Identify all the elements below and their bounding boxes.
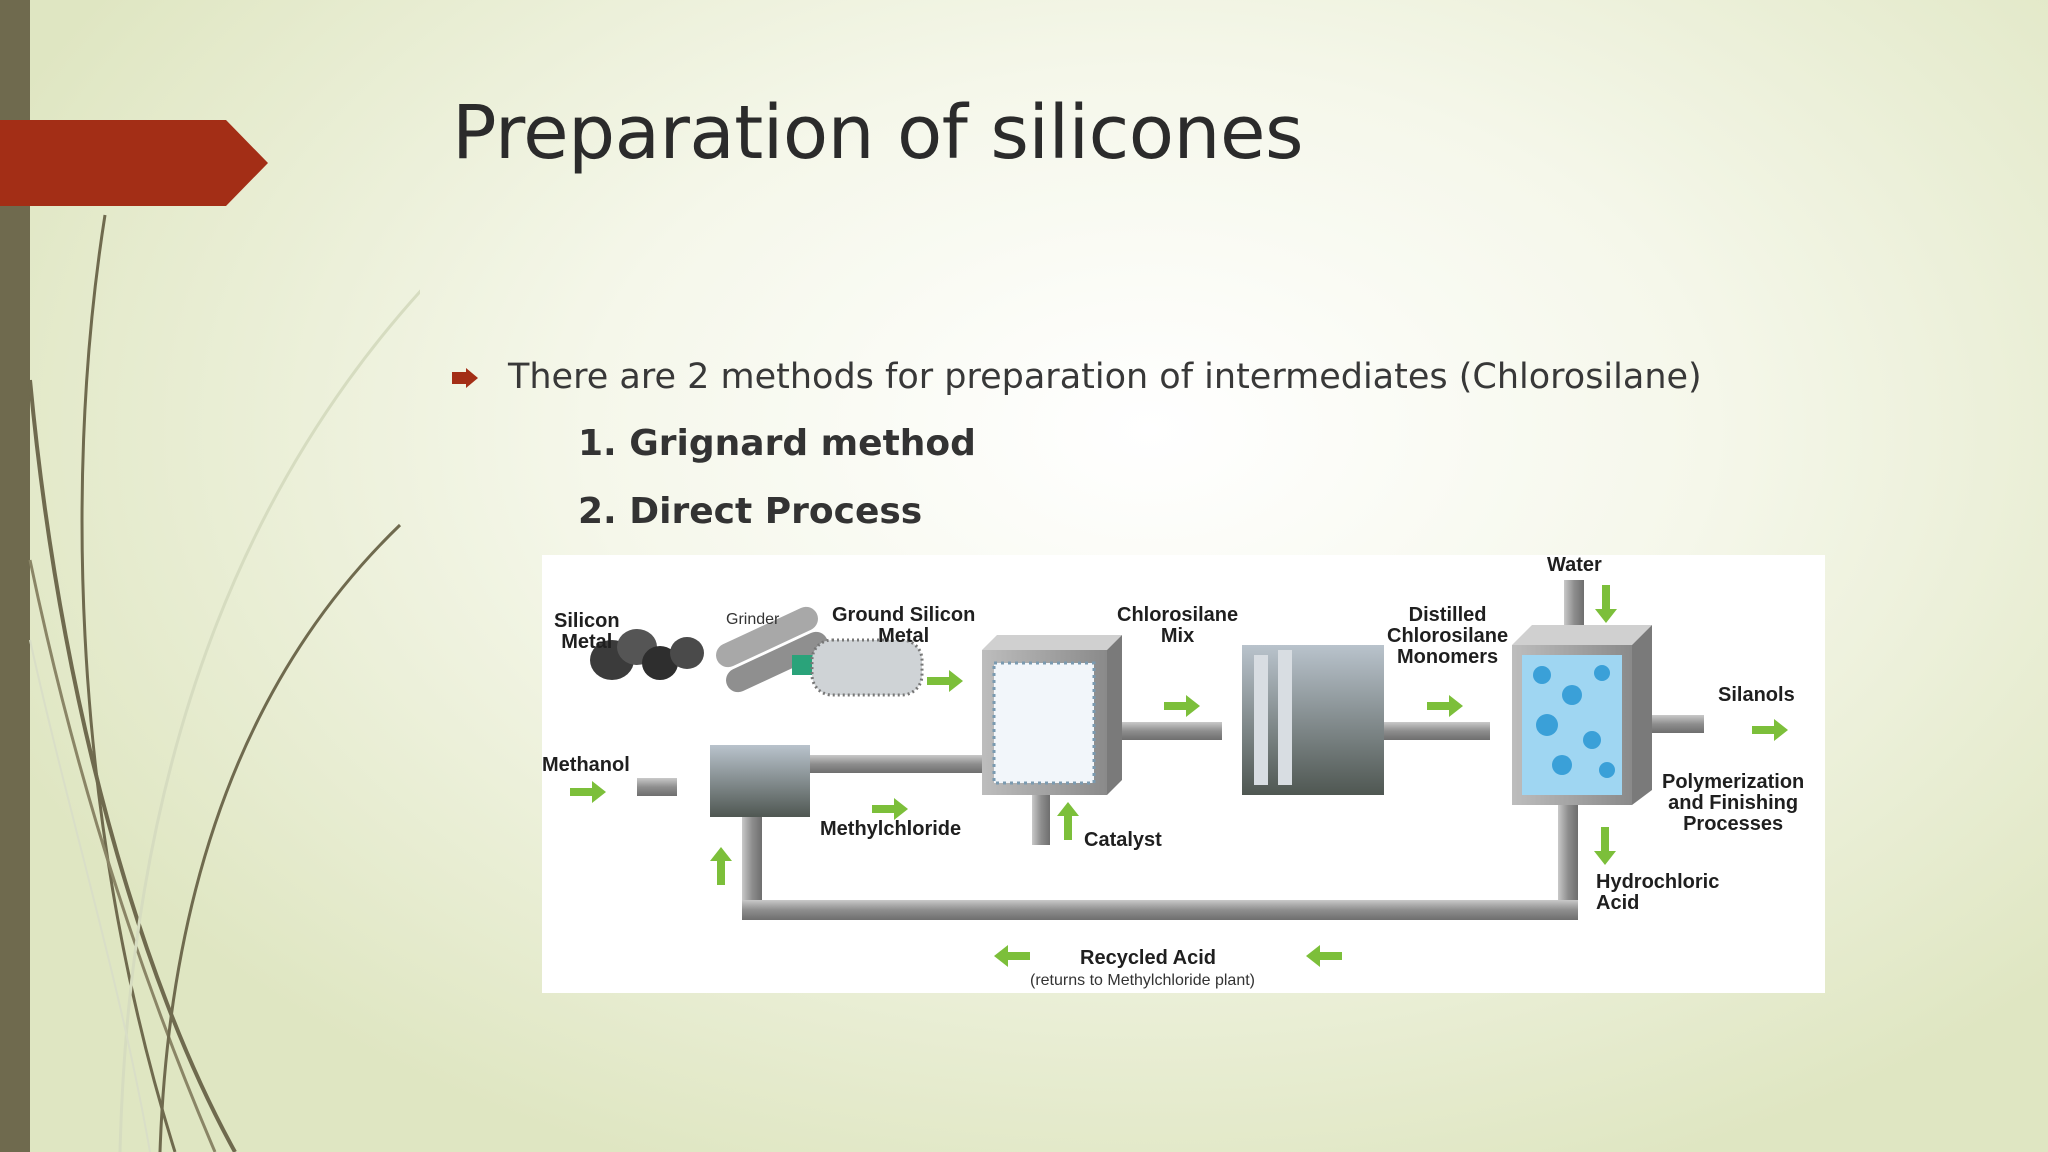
method-1: 1. Grignard method — [578, 423, 976, 464]
label-methanol: Methanol — [542, 754, 630, 776]
label-grinder: Grinder — [726, 611, 780, 628]
diagram-graphics — [570, 580, 1788, 967]
slide-title: Preparation of silicones — [452, 90, 1304, 176]
method-2: 2. Direct Process — [578, 491, 923, 532]
flow-arrows — [570, 585, 1788, 967]
pipe-water — [1564, 580, 1584, 630]
pipe-recycle-up — [742, 795, 762, 910]
pipe-to-reactor — [802, 755, 982, 773]
pipe-recycle — [742, 900, 1578, 920]
title-accent-arrow — [0, 120, 268, 206]
silicon-rocks — [590, 629, 704, 680]
label-recycled-note: (returns to Methylchloride plant) — [1030, 972, 1255, 989]
pipe-methanol — [637, 778, 677, 796]
label-water: Water — [1547, 554, 1602, 576]
bullet-text: There are 2 methods for preparation of i… — [508, 357, 1702, 397]
label-methylchloride: Methylchloride — [820, 818, 962, 840]
label-silanols: Silanols — [1718, 684, 1795, 706]
label-catalyst: Catalyst — [1084, 829, 1162, 851]
pipe-to-hydrolysis — [1382, 722, 1490, 740]
methylchloride-plant — [710, 745, 810, 817]
grinder — [716, 606, 828, 693]
pipe-catalyst — [1032, 795, 1050, 845]
label-recycled-acid: Recycled Acid — [1080, 947, 1216, 969]
hydrolysis-tank — [1512, 625, 1652, 805]
ground-silicon — [810, 638, 924, 697]
decorative-curves — [28, 214, 420, 1152]
pipe-acid-down — [1558, 805, 1578, 910]
arrow-bullet-icon — [452, 368, 478, 388]
pipe-silanols — [1644, 715, 1704, 733]
reactor — [982, 635, 1122, 795]
pipe-reactor-out — [1112, 722, 1222, 740]
